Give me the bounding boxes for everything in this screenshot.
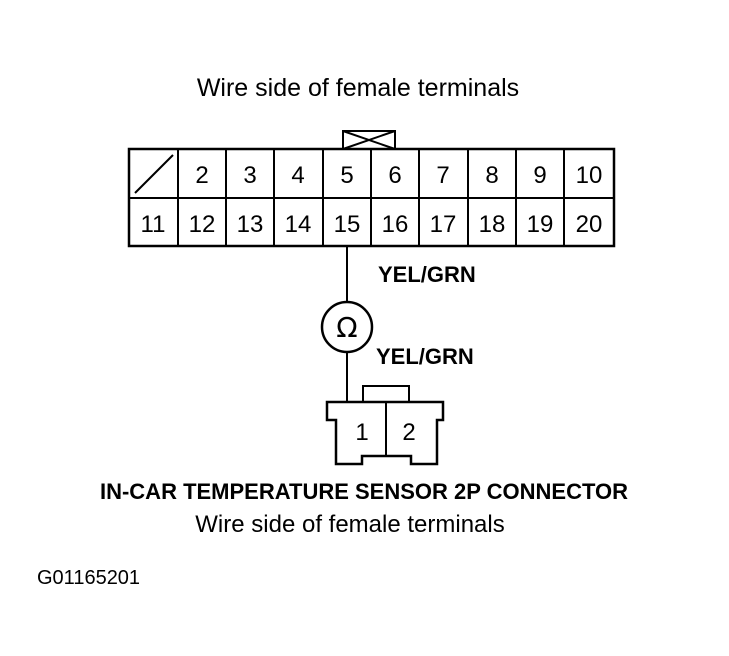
- terminal-number: 20: [576, 211, 603, 238]
- terminal-number: 4: [291, 162, 304, 189]
- empty-terminal-slash: [134, 154, 174, 194]
- terminal-number: 2: [402, 419, 415, 446]
- terminal-number: 17: [430, 211, 457, 238]
- terminal-number: 2: [195, 162, 208, 189]
- terminal-number: 13: [237, 211, 264, 238]
- connector-lock-tab: [342, 130, 396, 150]
- terminal-number: 8: [485, 162, 498, 189]
- sensor-connector-caption: Wire side of female terminals: [195, 511, 504, 538]
- figure-code: G01165201: [37, 567, 140, 589]
- terminal-number: 6: [388, 162, 401, 189]
- sensor-connector-title: IN-CAR TEMPERATURE SENSOR 2P CONNECTOR: [100, 479, 628, 504]
- terminal-number: 1: [355, 419, 368, 446]
- terminal-number: 3: [243, 162, 256, 189]
- terminal-number: 18: [479, 211, 506, 238]
- terminal-number: 19: [527, 211, 554, 238]
- top-connector-caption: Wire side of female terminals: [197, 74, 519, 102]
- terminal-number: 11: [141, 211, 166, 238]
- terminal-number: 10: [576, 162, 603, 189]
- terminal-number: 15: [334, 211, 361, 238]
- terminal-row-2: 11 12 13 14 15 16 17 18 19 20: [141, 211, 603, 238]
- wire-color-label-lower: YEL/GRN: [376, 344, 474, 369]
- ohmmeter-icon: Ω: [320, 300, 374, 354]
- sensor-2p-connector: 1 2: [325, 385, 445, 466]
- ohm-symbol: Ω: [336, 311, 357, 344]
- terminal-number: 16: [382, 211, 409, 238]
- top-20p-connector: 2 3 4 5 6 7 8 9 10 11 12 13 14 15 16 17 …: [127, 130, 616, 248]
- terminal-number: 5: [340, 162, 353, 189]
- terminal-number: 9: [533, 162, 546, 189]
- terminal-number: 7: [436, 162, 449, 189]
- terminal-number: 12: [189, 211, 216, 238]
- terminal-number: 14: [285, 211, 312, 238]
- terminal-row-1: 2 3 4 5 6 7 8 9 10: [195, 162, 602, 189]
- wire-color-label-upper: YEL/GRN: [378, 262, 476, 287]
